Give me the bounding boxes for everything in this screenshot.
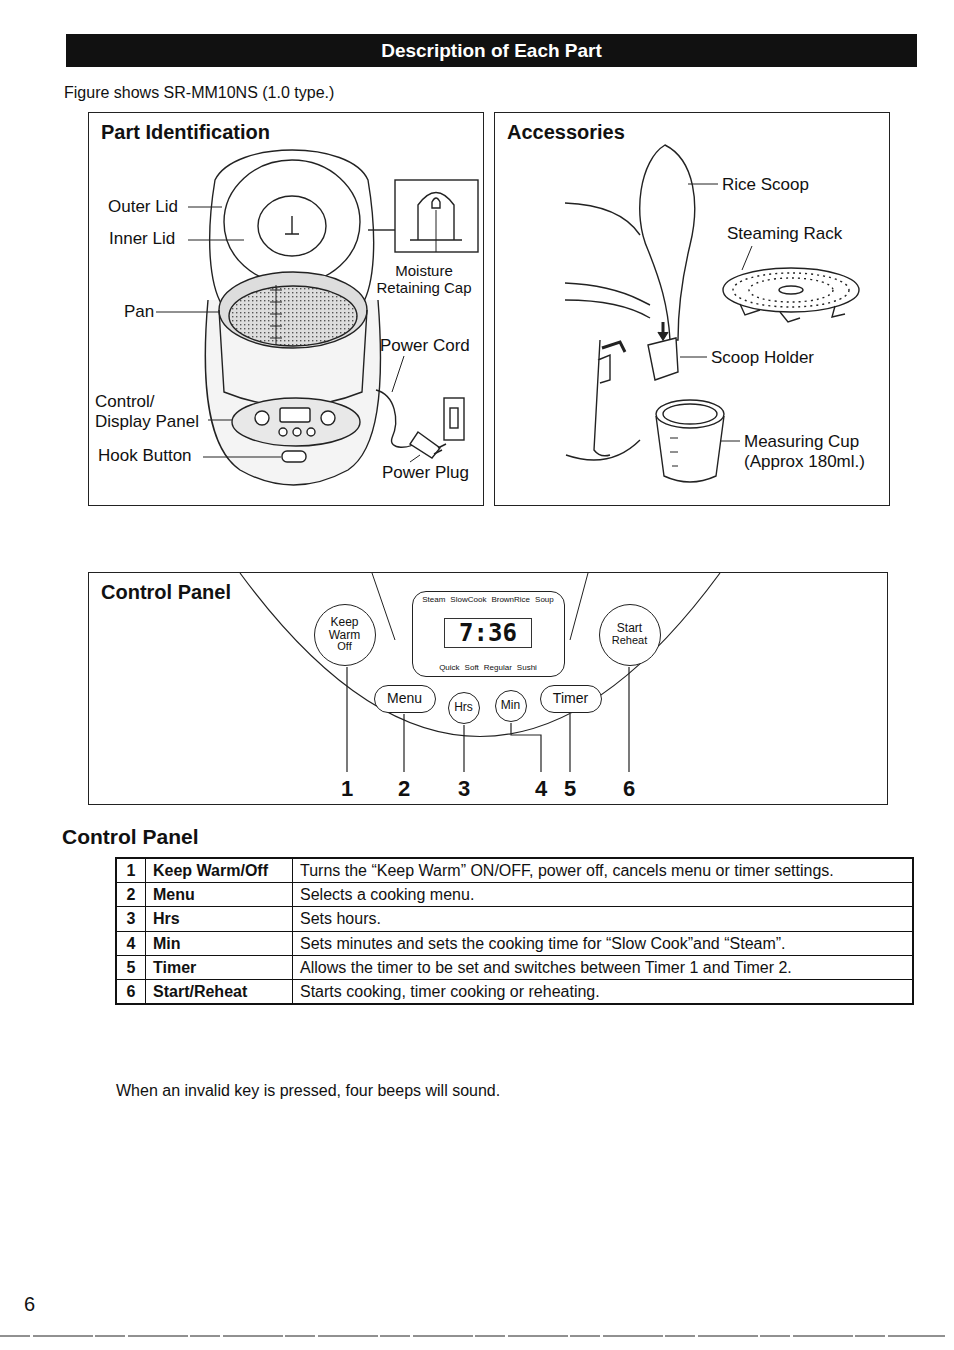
button-name: Start/Reheat <box>146 979 293 1004</box>
button-function: Allows the timer to be set and switches … <box>293 955 914 979</box>
part-label: Pan <box>124 302 154 322</box>
row-number: 6 <box>116 979 146 1004</box>
part-label: Outer Lid <box>108 197 178 217</box>
callout-number: 3 <box>458 776 470 801</box>
part-label: Power Cord <box>380 336 470 356</box>
table-row: 5TimerAllows the timer to be set and swi… <box>116 955 913 979</box>
section-heading: Control Panel <box>62 825 199 849</box>
button-function: Sets hours. <box>293 907 914 931</box>
table-row: 1Keep Warm/OffTurns the “Keep Warm” ON/O… <box>116 858 913 883</box>
button-label: Start <box>617 622 642 635</box>
row-number: 5 <box>116 955 146 979</box>
lcd-display: Steam SlowCook BrownRice Soup 7:36Quick Soft R… <box>412 591 565 677</box>
oval-button: Timer <box>540 685 602 713</box>
callout-number: 6 <box>623 776 635 801</box>
oval-button: Menu <box>374 685 436 713</box>
part-label: Rice Scoop <box>722 175 809 195</box>
mode-label: Steam <box>422 595 445 604</box>
mode-row: Steam SlowCook BrownRice Soup <box>422 595 554 604</box>
box-heading: Control Panel <box>101 581 231 604</box>
callout-number: 4 <box>535 776 547 801</box>
round-button: Min <box>495 690 527 722</box>
button-name: Menu <box>146 883 293 907</box>
part-label: Power Plug <box>382 463 469 483</box>
callout-number: 2 <box>398 776 410 801</box>
time-digits: 7:36 <box>444 618 532 648</box>
part-label: Moisture Retaining Cap <box>368 262 480 297</box>
part-label: Scoop Holder <box>711 348 814 368</box>
button-name: Hrs <box>146 907 293 931</box>
page-number: 6 <box>24 1293 35 1316</box>
round-button: StartReheat <box>599 604 661 666</box>
button-name: Timer <box>146 955 293 979</box>
mode-label: BrownRice <box>491 595 530 604</box>
table-row: 4MinSets minutes and sets the cooking ti… <box>116 931 913 955</box>
round-button: Hrs <box>448 692 480 724</box>
callout-number: 1 <box>341 776 353 801</box>
button-function: Starts cooking, timer cooking or reheati… <box>293 979 914 1004</box>
button-label: Off <box>337 641 351 653</box>
button-function: Turns the “Keep Warm” ON/OFF, power off,… <box>293 858 914 883</box>
description-table: 1Keep Warm/OffTurns the “Keep Warm” ON/O… <box>115 857 914 1005</box>
button-name: Min <box>146 931 293 955</box>
button-label: Min <box>501 699 520 712</box>
mode-label: Soft <box>465 663 479 672</box>
mode-label: SlowCook <box>450 595 486 604</box>
mode-label: Quick <box>439 663 459 672</box>
part-label: Measuring Cup (Approx 180ml.) <box>744 432 884 471</box>
frame-box: Control PanelKeep WarmOff Steam SlowCook Br… <box>88 572 888 805</box>
button-function: Selects a cooking menu. <box>293 883 914 907</box>
button-label: Timer <box>553 691 588 706</box>
button-label: Reheat <box>612 635 647 647</box>
table-row: 3HrsSets hours. <box>116 907 913 931</box>
part-label: Steaming Rack <box>727 224 842 244</box>
mode-label: Soup <box>535 595 554 604</box>
digit-row: 7:36 <box>444 620 532 646</box>
part-label: Figure shows SR-MM10NS (1.0 type.) <box>64 84 334 102</box>
part-label: When an invalid key is pressed, four bee… <box>116 1082 500 1100</box>
part-label: Control/ Display Panel <box>95 392 207 431</box>
mode-row: Quick Soft Regular Sushi <box>439 663 537 672</box>
button-label: Keep Warm <box>315 616 375 641</box>
button-label: Hrs <box>454 701 473 714</box>
part-label: Inner Lid <box>109 229 175 249</box>
callout-number: 5 <box>564 776 576 801</box>
row-number: 2 <box>116 883 146 907</box>
row-number: 1 <box>116 858 146 883</box>
table-body: 1Keep Warm/OffTurns the “Keep Warm” ON/O… <box>116 858 913 1004</box>
button-label: Description of Each Part <box>381 40 602 62</box>
row-number: 3 <box>116 907 146 931</box>
part-label: Hook Button <box>98 446 192 466</box>
box-heading: Accessories <box>507 121 625 144</box>
button-label: Menu <box>387 691 422 706</box>
box-heading: Part Identification <box>101 121 270 144</box>
button-name: Keep Warm/Off <box>146 858 293 883</box>
button-function: Sets minutes and sets the cooking time f… <box>293 931 914 955</box>
table-row: 2MenuSelects a cooking menu. <box>116 883 913 907</box>
row-number: 4 <box>116 931 146 955</box>
table-row: 6Start/ReheatStarts cooking, timer cooki… <box>116 979 913 1004</box>
mode-label: Regular <box>484 663 512 672</box>
header-bar: Description of Each Part <box>66 34 917 67</box>
round-button: Keep WarmOff <box>314 604 376 666</box>
mode-label: Sushi <box>517 663 537 672</box>
